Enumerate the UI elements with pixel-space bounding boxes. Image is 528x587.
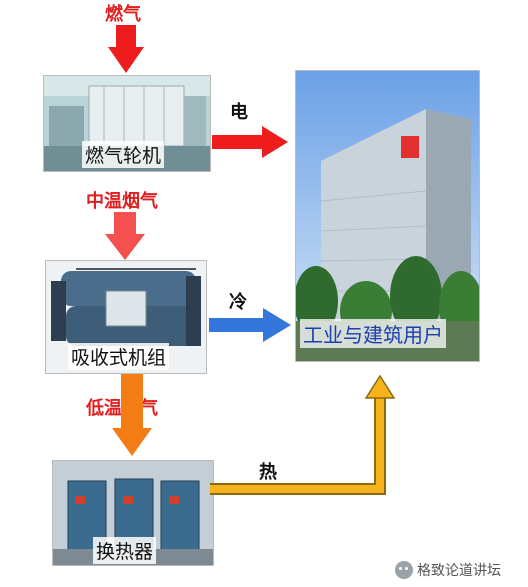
watermark-text: 格致论道讲坛 (417, 563, 501, 579)
gas-label: 燃气 (105, 4, 141, 25)
mid-flue-label: 中温烟气 (86, 191, 158, 212)
absorption-unit-box: 吸收式机组 (45, 260, 207, 374)
wechat-icon (395, 561, 413, 579)
absorption-unit-label: 吸收式机组 (68, 343, 170, 370)
mid-flue-arrow (105, 212, 145, 260)
cooling-label: 冷 (229, 292, 247, 313)
heat-exchanger-label: 换热器 (93, 537, 157, 564)
heat-exchanger-box: 换热器 (52, 460, 214, 566)
gas-arrow (108, 25, 144, 73)
electricity-arrow (212, 126, 288, 158)
gas-turbine-label: 燃气轮机 (82, 141, 165, 168)
building-image (296, 71, 479, 361)
users-box: 工业与建筑用户 (295, 70, 480, 362)
heat-arrow (210, 374, 396, 495)
low-flue-arrow (112, 374, 152, 456)
electricity-label: 电 (230, 102, 248, 123)
cooling-arrow (209, 308, 291, 342)
heat-label: 热 (259, 462, 277, 483)
watermark: 格致论道讲坛 (395, 560, 501, 580)
users-label: 工业与建筑用户 (300, 319, 446, 348)
gas-turbine-image (44, 76, 210, 171)
gas-turbine-box: 燃气轮机 (43, 75, 211, 172)
